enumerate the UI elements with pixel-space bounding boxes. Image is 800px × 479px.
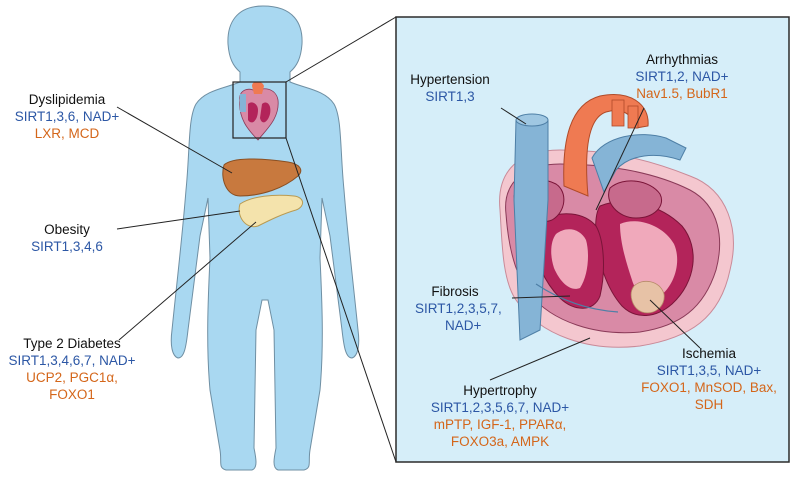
label-hypertension: Hypertension SIRT1,3 — [398, 71, 502, 105]
label-ischemia: Ischemia SIRT1,3,5, NAD+ FOXO1, MnSOD, B… — [640, 345, 778, 413]
target-list: FOXO1 — [49, 387, 95, 402]
heart-cross-section-icon — [499, 94, 734, 348]
condition-title: Ischemia — [681, 346, 737, 361]
sirtuin-list: SIRT1,3,4,6 — [31, 239, 103, 254]
zoom-line-bottom — [285, 137, 397, 463]
pancreas-icon — [238, 194, 303, 228]
leader-type2-diabetes — [118, 221, 257, 341]
leader-dyslipidemia — [116, 106, 233, 174]
label-arrhythmias: Arrhythmias SIRT1,2, NAD+ Nav1.5, BubR1 — [626, 51, 738, 102]
sirtuin-list: SIRT1,3,5, NAD+ — [656, 363, 762, 378]
target-list: mPTP, IGF-1, PPARα, — [433, 417, 567, 432]
target-list: Nav1.5, BubR1 — [636, 86, 728, 101]
sirtuin-list-cont: NAD+ — [445, 318, 482, 333]
sirtuin-list: SIRT1,2,3,5,7, — [415, 301, 502, 316]
heart-selection-box — [232, 81, 287, 139]
condition-title: Hypertrophy — [463, 383, 537, 398]
condition-title: Hypertension — [410, 72, 490, 87]
label-obesity: Obesity SIRT1,3,4,6 — [6, 221, 128, 255]
target-list: FOXO1, MnSOD, Bax, — [641, 380, 777, 395]
label-hypertrophy: Hypertrophy SIRT1,2,3,5,6,7, NAD+ mPTP, … — [410, 382, 590, 450]
condition-title: Dyslipidemia — [28, 92, 106, 107]
leader-hypertension — [500, 107, 527, 125]
sirtuin-list: SIRT1,3,4,6,7, NAD+ — [8, 353, 136, 368]
condition-title: Fibrosis — [431, 284, 479, 299]
sirtuin-list: SIRT1,2, NAD+ — [635, 69, 729, 84]
human-body-icon — [170, 5, 360, 471]
condition-title: Arrhythmias — [645, 52, 718, 67]
condition-title: Obesity — [44, 222, 90, 237]
label-fibrosis: Fibrosis SIRT1,2,3,5,7, NAD+ — [415, 283, 515, 334]
leader-ischemia — [649, 299, 701, 349]
target-list: SDH — [694, 397, 724, 412]
leader-obesity — [116, 210, 241, 230]
target-list: LXR, MCD — [34, 126, 100, 141]
condition-title: Type 2 Diabetes — [23, 336, 121, 351]
sirtuin-list: SIRT1,3 — [425, 89, 475, 104]
liver-icon — [222, 158, 302, 197]
target-list: FOXO3a, AMPK — [450, 434, 550, 449]
target-list: UCP2, PGC1α, — [26, 370, 118, 385]
label-type2-diabetes: Type 2 Diabetes SIRT1,3,4,6,7, NAD+ UCP2… — [2, 335, 142, 403]
sirtuin-list: SIRT1,2,3,5,6,7, NAD+ — [430, 400, 570, 415]
label-dyslipidemia: Dyslipidemia SIRT1,3,6, NAD+ LXR, MCD — [6, 91, 128, 142]
leader-hypertrophy — [489, 337, 591, 381]
leader-fibrosis — [511, 295, 571, 299]
sirtuin-list: SIRT1,3,6, NAD+ — [14, 109, 120, 124]
zoom-line-top — [285, 16, 397, 83]
small-heart-icon — [239, 81, 279, 141]
leader-arrhythmias — [595, 107, 645, 211]
